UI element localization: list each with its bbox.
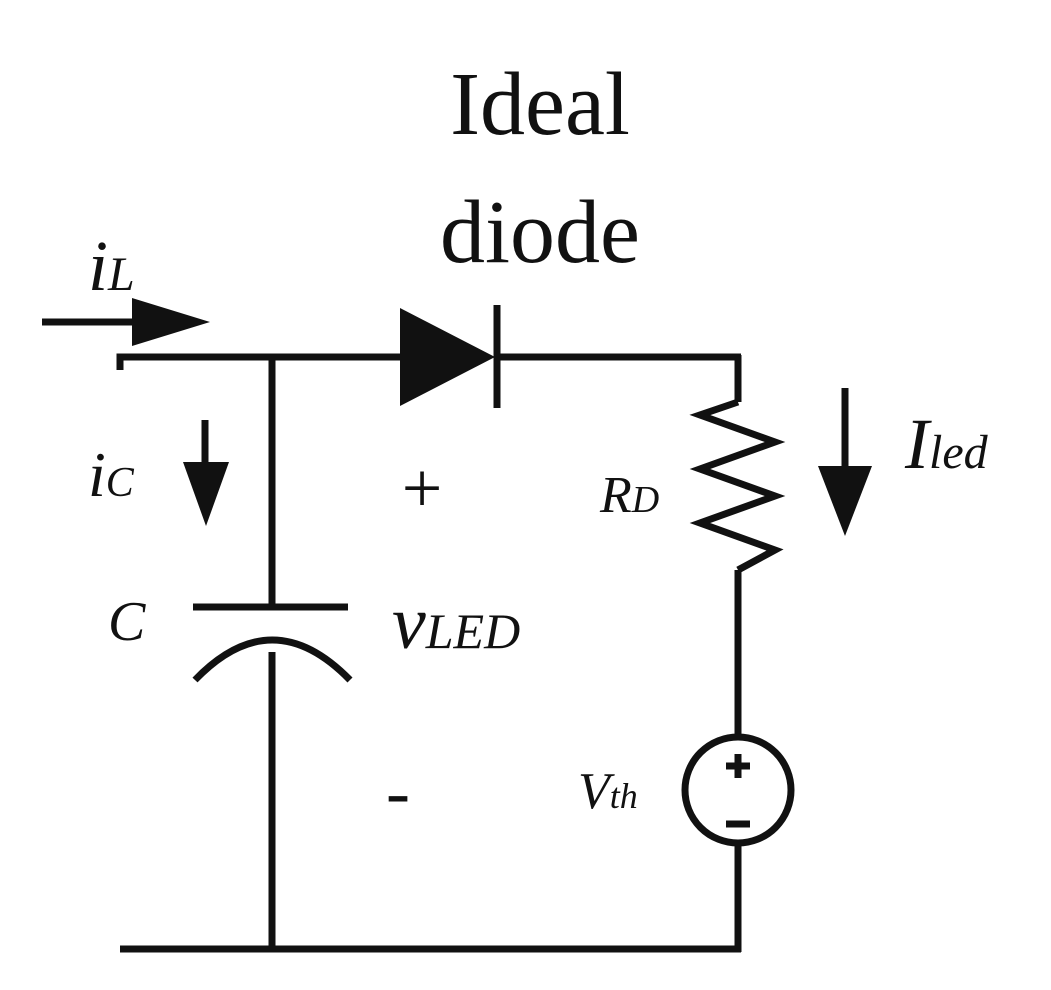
ic-arrow-head [183, 462, 229, 526]
diode-title-line2: diode [440, 183, 640, 282]
ideal-diode-symbol [400, 305, 501, 408]
minus-sign-label: - [386, 752, 410, 832]
capacitor-symbol [192, 603, 353, 683]
capacitor-label: C [108, 591, 146, 653]
iled-arrow-head [818, 466, 872, 536]
capacitor-plate-curved [192, 636, 353, 683]
resistor-symbol [689, 398, 786, 574]
inductor-current-label: iL [88, 226, 135, 306]
voltage-source-circle [681, 733, 795, 847]
threshold-source-label: Vth [578, 763, 638, 820]
led-voltage-label: vLED [392, 581, 520, 665]
resistor-label: RD [599, 467, 659, 524]
plus-sign-label: + [402, 448, 443, 528]
diode-triangle [400, 308, 495, 406]
top-left-wire [116, 353, 408, 370]
circuit-wires [116, 353, 742, 953]
diode-title-line1: Ideal [450, 55, 630, 154]
voltage-source-symbol [681, 733, 795, 847]
current-arrows [42, 298, 872, 536]
il-arrow-head [132, 298, 210, 346]
led-current-label: Iled [904, 404, 989, 484]
capacitor-current-label: iC [88, 439, 135, 510]
